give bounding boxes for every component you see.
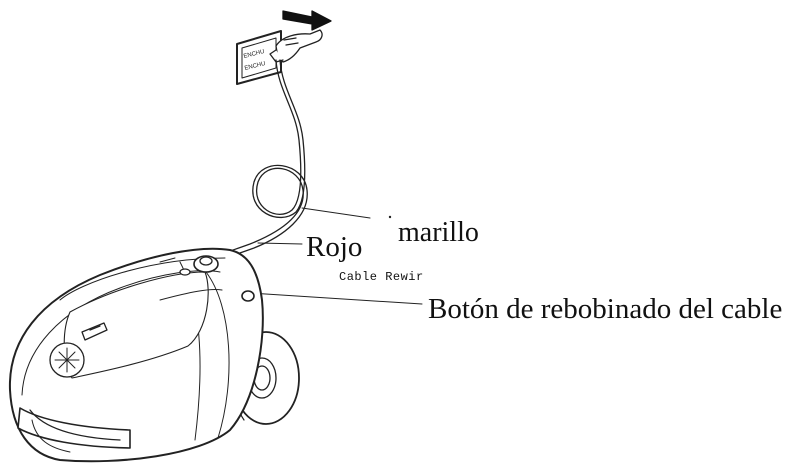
- label-cable-rewind: Cable Rewir: [339, 270, 424, 284]
- label-amarillo: marillo: [398, 217, 479, 248]
- power-cable: [203, 59, 308, 267]
- wall-socket: ENCHU ENCHU: [236, 30, 282, 85]
- leader-line-rojo: [257, 242, 303, 245]
- svg-text:ENCHU: ENCHU: [244, 61, 266, 72]
- leader-line-rewind-button: [249, 292, 423, 305]
- label-rojo: Rojo: [306, 231, 363, 263]
- label-rewind-button: Botón de rebobinado del cable: [428, 293, 783, 325]
- pull-arrow: [282, 10, 332, 31]
- vacuum-body: [8, 247, 264, 463]
- leader-line-amarillo: [301, 207, 371, 219]
- rewind-button: [241, 290, 255, 302]
- leader-dot: [388, 215, 392, 219]
- svg-text:ENCHU: ENCHU: [243, 49, 265, 60]
